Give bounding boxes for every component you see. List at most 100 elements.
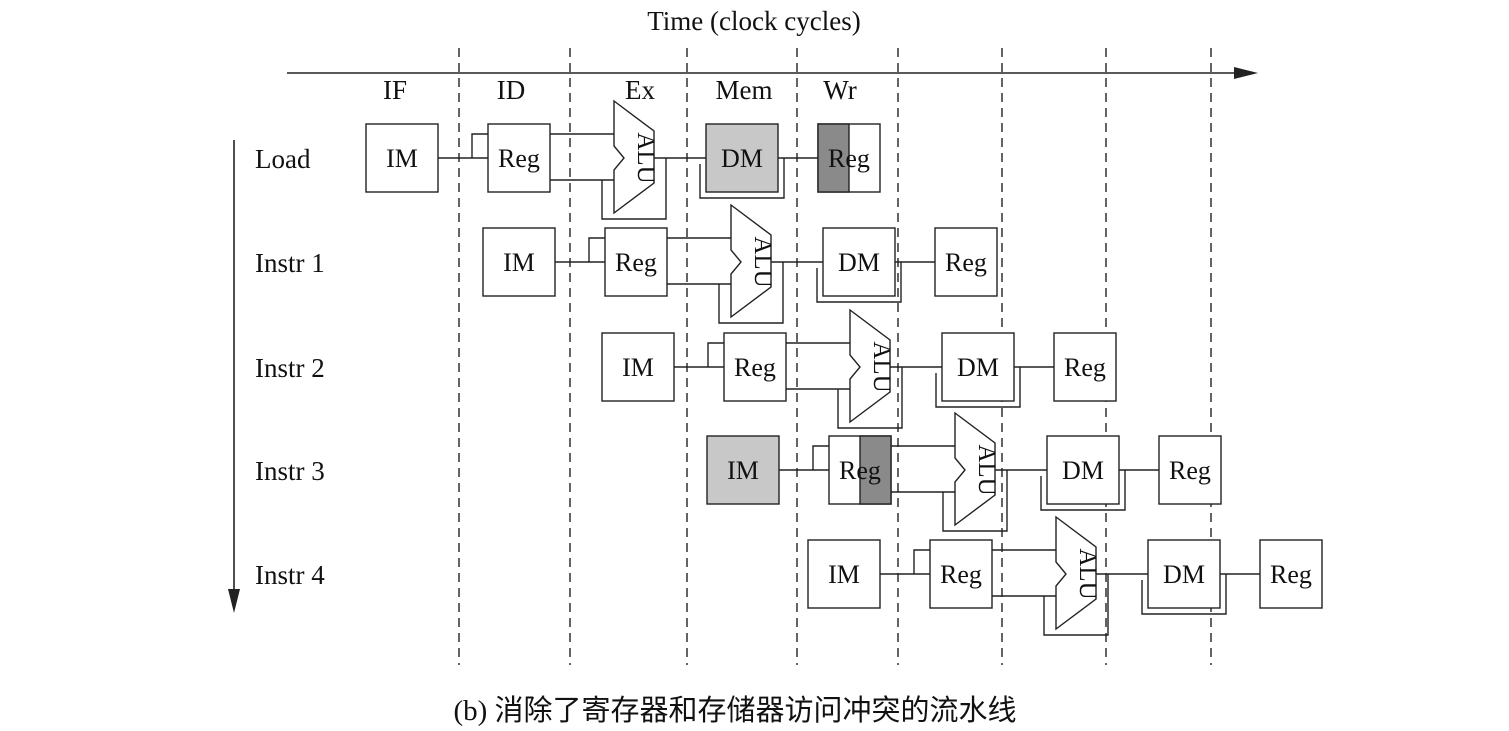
reg-write-box: [934, 227, 998, 297]
reg-read-label: Reg: [615, 248, 657, 277]
alu-shape: [954, 411, 996, 527]
reg-read-box: [487, 123, 551, 193]
im-label: IM: [727, 456, 759, 485]
im-label: IM: [386, 144, 418, 173]
stage-headers: IF ID Ex Mem Wr: [383, 75, 857, 105]
alu-block: ALU: [550, 99, 667, 220]
alu-shape: [613, 99, 655, 215]
dm-label: DM: [838, 248, 880, 277]
alu-shape: [849, 308, 891, 424]
alu-bypass-wire: [1043, 574, 1109, 636]
reg-write-block: Reg: [1259, 539, 1323, 609]
reg-read-label: Reg: [839, 456, 881, 485]
dm-bypass-wire: [935, 367, 1021, 408]
instruction-axis: [228, 140, 240, 613]
reg-write-label: Reg: [1064, 353, 1106, 382]
dm-label: DM: [1062, 456, 1104, 485]
reg-read-block: Reg: [723, 332, 787, 402]
dm-box: [705, 123, 779, 193]
reg-read-label: Reg: [498, 144, 540, 173]
im-box: [807, 539, 881, 609]
reg-write-block: Reg: [817, 123, 881, 193]
dm-bypass-wire: [1040, 470, 1126, 511]
im-reg-wire-branch: [588, 237, 605, 262]
im-box: [482, 227, 556, 297]
stage-label-id: ID: [497, 75, 526, 105]
reg-write-label: Reg: [945, 248, 987, 277]
time-arrow-head: [1234, 67, 1258, 79]
instruction-arrow-head: [228, 589, 240, 613]
reg-read-box: [723, 332, 787, 402]
reg-write-box: [1259, 539, 1323, 609]
dm-bypass-wire: [816, 262, 902, 303]
alu-bypass-wire: [942, 470, 1008, 532]
im-reg-wire-branch: [471, 133, 488, 158]
alu-shape: [1055, 515, 1097, 631]
reg-read-label: Reg: [940, 560, 982, 589]
figure-caption: (b) 消除了寄存器和存储器访问冲突的流水线: [453, 694, 1016, 727]
reg-read-write-half: [859, 435, 892, 505]
reg-read-block: Reg: [604, 227, 668, 297]
im-reg-wire-branch: [913, 549, 930, 574]
reg-write-block: Reg: [1053, 332, 1117, 402]
alu-block: ALU: [992, 515, 1109, 636]
alu-block: ALU: [667, 203, 784, 324]
dm-bypass-wire: [1141, 574, 1227, 615]
dm-box: [822, 227, 896, 297]
alu-bypass-wire: [718, 262, 784, 324]
row-label: Instr 3: [255, 456, 325, 486]
reg-read-label: Reg: [734, 353, 776, 382]
im-reg-wire-branch: [707, 342, 724, 367]
alu-bypass-wire: [601, 158, 667, 220]
dm-bypass-wire: [699, 158, 785, 199]
reg-write-label: Reg: [828, 144, 870, 173]
im-reg-wire-branch: [812, 445, 829, 470]
time-axis-label: Time (clock cycles): [647, 6, 860, 36]
dm-box: [1046, 435, 1120, 505]
stage-label-ex: Ex: [625, 75, 655, 105]
im-label: IM: [622, 353, 654, 382]
dm-block: DM: [816, 227, 902, 303]
row-label: Instr 2: [255, 353, 325, 383]
dm-block: DM: [1141, 539, 1227, 615]
stage-label-mem: Mem: [716, 75, 773, 105]
reg-write-block: Reg: [934, 227, 998, 297]
row-label: Instr 4: [255, 560, 325, 590]
reg-read-block: Reg: [828, 435, 892, 505]
reg-write-block: Reg: [1158, 435, 1222, 505]
pipeline-row-3: Instr 2 IM Reg ALU DM Reg: [255, 308, 1117, 429]
dm-block: DM: [699, 123, 785, 199]
reg-read-block: Reg: [487, 123, 551, 193]
row-label: Load: [255, 144, 311, 174]
reg-read-box: [604, 227, 668, 297]
im-label: IM: [828, 560, 860, 589]
reg-read-block: Reg: [929, 539, 993, 609]
alu-shape: [730, 203, 772, 319]
reg-write-label: Reg: [1169, 456, 1211, 485]
reg-write-half: [817, 123, 850, 193]
dm-label: DM: [721, 144, 763, 173]
dm-block: DM: [935, 332, 1021, 408]
reg-read-box: [929, 539, 993, 609]
alu-bypass-wire: [837, 367, 903, 429]
dm-label: DM: [957, 353, 999, 382]
im-box: [706, 435, 780, 505]
reg-write-box: [1053, 332, 1117, 402]
dm-block: DM: [1040, 435, 1126, 511]
alu-block: ALU: [786, 308, 903, 429]
stage-label-if: IF: [383, 75, 407, 105]
reg-write-label: Reg: [1270, 560, 1312, 589]
im-box: [601, 332, 675, 402]
alu-block: ALU: [891, 411, 1008, 532]
time-axis: Time (clock cycles): [287, 6, 1258, 79]
reg-write-box: [1158, 435, 1222, 505]
im-box: [365, 123, 439, 193]
dm-label: DM: [1163, 560, 1205, 589]
pipeline-row-5: Instr 4 IM Reg ALU DM Reg: [255, 515, 1323, 636]
row-label: Instr 1: [255, 248, 325, 278]
pipeline-row-1: Load IM Reg ALU DM Reg: [255, 99, 881, 220]
